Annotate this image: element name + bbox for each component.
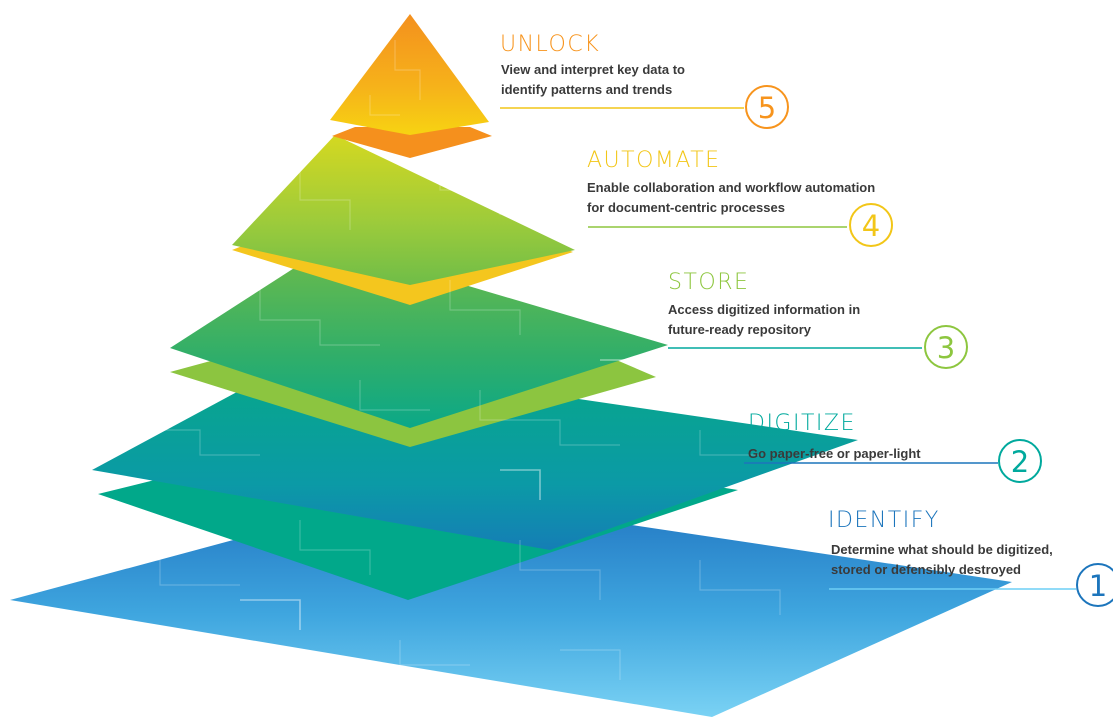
number-badge-5 xyxy=(745,85,789,129)
level-description-digitize: Go paper-free or paper-light xyxy=(748,446,921,461)
pyramid-tier-5 xyxy=(330,14,489,135)
separator-band-orange xyxy=(332,127,492,158)
level-description-unlock: View and interpret key data to identify … xyxy=(501,62,685,97)
level-number-4: 4 xyxy=(862,209,880,243)
level-description-identify: Determine what should be digitized, stor… xyxy=(831,542,1053,577)
level-number-1: 1 xyxy=(1089,569,1107,603)
level-number-3: 3 xyxy=(937,331,955,365)
pyramid-tier-3 xyxy=(170,245,668,428)
level-number-2: 2 xyxy=(1011,445,1029,479)
number-badge-3 xyxy=(924,325,968,369)
circuit-pattern xyxy=(90,40,781,680)
number-badge-1 xyxy=(1076,563,1113,607)
level-title-automate: AUTOMATE xyxy=(587,148,721,173)
level-title-digitize: DIGITIZE xyxy=(748,411,856,436)
level-description-store: Access digitized information in future-r… xyxy=(668,302,861,337)
number-badge-2 xyxy=(998,439,1042,483)
connectors-layer: 5 4 3 2 1 xyxy=(500,85,1113,607)
circuit-highlights xyxy=(240,359,640,630)
level-title-store: STORE xyxy=(668,270,750,295)
level-description-automate: Enable collaboration and workflow automa… xyxy=(587,180,876,215)
level-title-identify: IDENTIFY xyxy=(828,508,940,533)
pyramid-tier-4 xyxy=(232,135,575,285)
level-title-unlock: UNLOCK xyxy=(500,32,601,57)
number-badge-4 xyxy=(849,203,893,247)
level-number-5: 5 xyxy=(758,91,776,125)
